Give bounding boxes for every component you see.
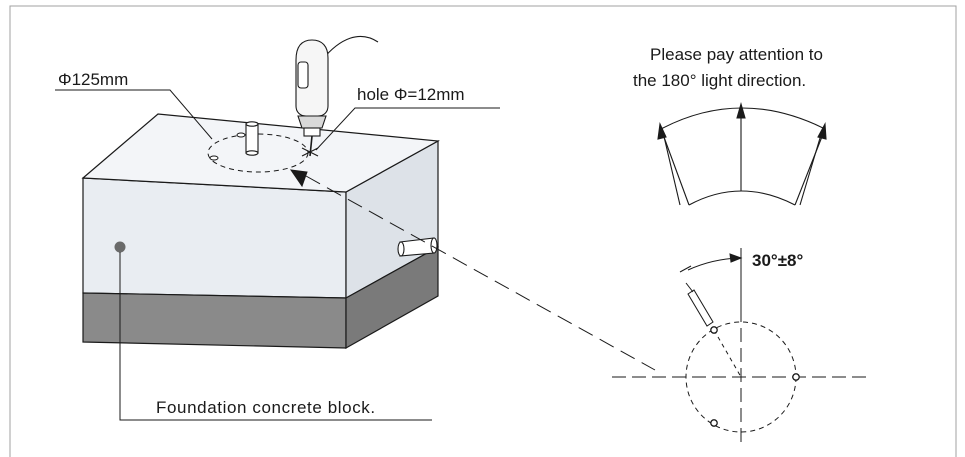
layout-hole xyxy=(792,373,800,381)
hole-leader xyxy=(315,107,500,151)
angle-label: 30°±8° xyxy=(752,251,804,270)
angle-line xyxy=(713,329,742,378)
mount-hole xyxy=(209,155,219,161)
layout-hole xyxy=(710,326,718,334)
hole-layout xyxy=(612,248,870,448)
layout-hole xyxy=(710,419,718,427)
leader-lines xyxy=(55,89,656,421)
block-front-face xyxy=(82,177,347,299)
side-pipe-icon xyxy=(397,237,438,257)
light-direction-icon xyxy=(657,101,827,206)
hole-label: hole Φ=12mm xyxy=(357,85,465,104)
pointer-arrowhead xyxy=(289,169,308,188)
foundation-label: Foundation concrete block. xyxy=(156,398,376,417)
block-top-face xyxy=(81,113,440,193)
foundation-block xyxy=(81,113,440,350)
base-right-face xyxy=(345,245,439,350)
mounting-pole-icon xyxy=(245,121,259,156)
attention-note-line1: Please pay attention to xyxy=(650,45,823,64)
light-fixture-icon xyxy=(685,282,714,327)
diameter-label: Φ125mm xyxy=(58,70,129,89)
foundation-leader xyxy=(119,252,432,421)
drill-icon xyxy=(295,35,379,157)
diagram-frame xyxy=(9,5,957,457)
dashed-pointer-line xyxy=(305,175,656,371)
attention-note-line2: the 180° light direction. xyxy=(633,71,807,90)
diameter-leader xyxy=(55,89,213,140)
mount-hole xyxy=(236,132,246,138)
block-marker-dot xyxy=(114,241,126,253)
base-front-face xyxy=(82,292,347,349)
